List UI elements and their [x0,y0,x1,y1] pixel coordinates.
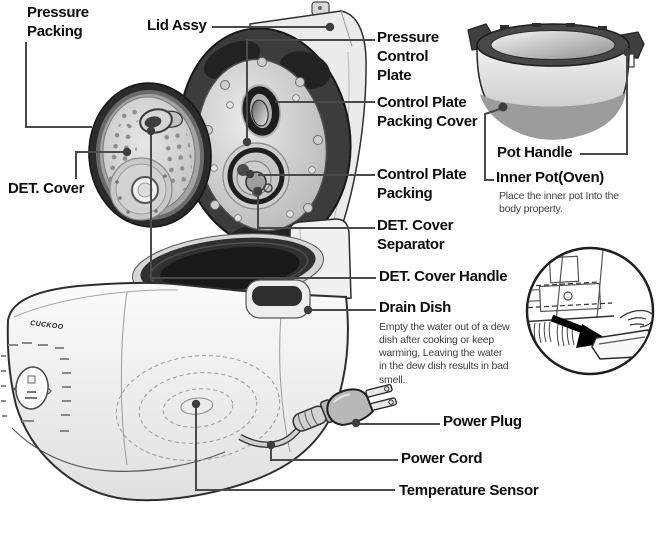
leader-pot-handle [580,54,628,155]
leader-pressure-control-plate [246,39,375,139]
leader-pressure-packing [25,42,92,128]
label-power-plug: Power Plug [443,413,522,430]
note-drain-dish: Empty the water out of a dew dish after … [379,321,510,386]
label-pressure-control-plate: Pressure Control Plate [377,29,439,84]
label-control-plate-packing-cover: Control Plate Packing Cover [377,94,478,130]
label-det-cover: DET. Cover [8,180,85,197]
leader-inner-pot [484,107,504,181]
leader-temperature-sensor [195,407,395,491]
label-drain-dish: Drain Dish [379,299,452,316]
power-plug-body [326,384,398,426]
label-pressure-packing: Pressure Packing [27,4,89,40]
leader-power-cord [270,447,398,461]
label-control-plate-packing: Control Plate Packing [377,166,467,202]
cover-screws [115,174,167,214]
label-pot-handle: Pot Handle [497,144,573,161]
cooker-body-art [1,279,349,502]
label-inner-pot: Inner Pot(Oven) [496,169,605,186]
label-det-cover-handle: DET. Cover Handle [379,268,508,285]
power-cord-art [238,384,398,448]
panel-markings [1,342,71,432]
steam-hole-band-right [162,115,192,191]
leader-det-cover-handle [150,133,376,279]
leader-det-cover-separator [257,194,375,229]
label-temperature-sensor: Temperature Sensor [399,482,539,499]
leader-lines [25,22,632,491]
leader-dots [122,22,632,450]
label-det-cover-separator: DET. Cover Separator [377,217,454,253]
control-panel [1,342,71,432]
label-lid-assy: Lid Assy [147,17,207,34]
leader-det-cover [75,151,124,179]
drain-dish-inset [525,246,655,376]
inner-pot-art [467,23,645,140]
temperature-sensor-rings [115,355,281,461]
label-power-cord: Power Cord [401,450,483,467]
pot-rim-lugs [500,23,607,30]
note-inner-pot: Place the inner pot Into the body proper… [499,190,619,216]
